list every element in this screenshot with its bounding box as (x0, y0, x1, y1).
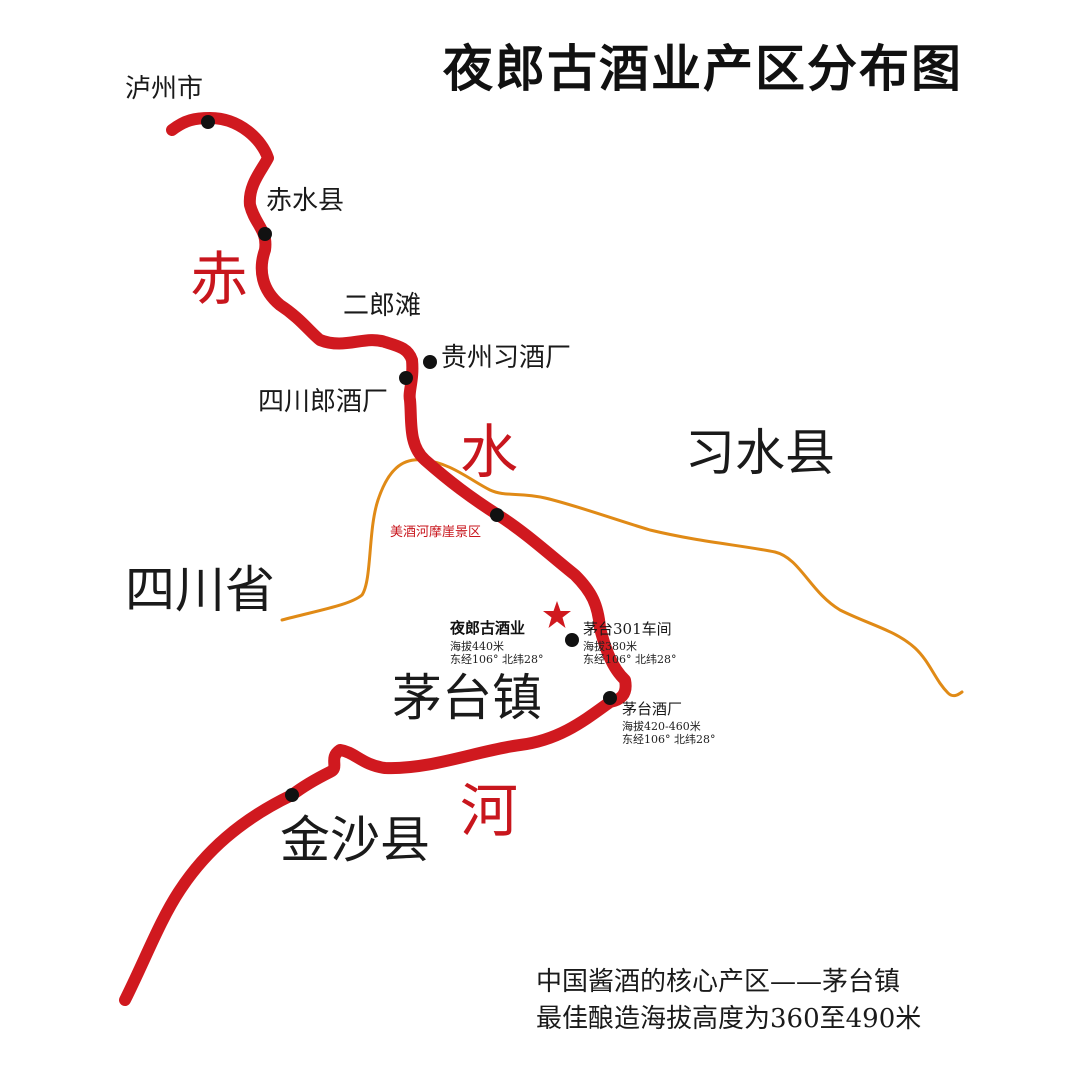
maotai-factory-coords: 东经106° 北纬28° (622, 733, 716, 746)
maotai-factory-name: 茅台酒厂 (622, 700, 683, 718)
yelang-name: 夜郎古酒业 (450, 619, 526, 637)
maotai301-altitude: 海拔380米 (583, 640, 637, 653)
footer-line-2: 最佳酿造海拔高度为360至490米 (536, 1004, 922, 1034)
sichuan-province-label: 四川省 (125, 561, 275, 619)
chishui-dot[interactable] (258, 227, 272, 241)
maotai301-name: 茅台301车间 (583, 620, 672, 638)
yelang-star-icon[interactable] (543, 601, 571, 628)
luzhou-label: 泸州市 (125, 74, 204, 104)
maotai301-dot[interactable] (565, 633, 579, 647)
province-border (280, 458, 964, 698)
xijiu-dot[interactable] (423, 355, 437, 369)
river-name-char-2: 水 (460, 418, 519, 486)
river-name-char-3: 河 (460, 777, 519, 845)
langjiu-factory-label: 四川郎酒厂 (258, 387, 389, 417)
footer-line-1: 中国酱酒的核心产区——茅台镇 (536, 967, 901, 997)
langjiu-dot[interactable] (399, 371, 413, 385)
jinsha-county-label: 金沙县 (280, 811, 430, 869)
yelang-coords: 东经106° 北纬28° (450, 653, 544, 666)
luzhou-dot[interactable] (201, 115, 215, 129)
scenic-dot[interactable] (490, 508, 504, 522)
river-name-char-1: 赤 (190, 245, 249, 313)
jinsha-dot[interactable] (285, 788, 299, 802)
xijiu-factory-label: 贵州习酒厂 (441, 343, 572, 373)
map-title: 夜郎古酒业产区分布图 (443, 39, 963, 98)
maotai-factory-dot[interactable] (603, 691, 617, 705)
erlangtan-label: 二郎滩 (343, 291, 422, 321)
xishui-county-label: 习水县 (685, 424, 835, 482)
maotai-factory-altitude: 海拔420-460米 (622, 720, 701, 733)
yelang-altitude: 海拔440米 (450, 640, 504, 653)
scenic-area-label: 美酒河摩崖景区 (390, 525, 482, 540)
chishui-river (119, 112, 632, 1006)
maotai-town-label: 茅台镇 (392, 669, 542, 727)
chishui-county-label: 赤水县 (266, 186, 345, 216)
maotai301-coords: 东经106° 北纬28° (583, 653, 677, 666)
